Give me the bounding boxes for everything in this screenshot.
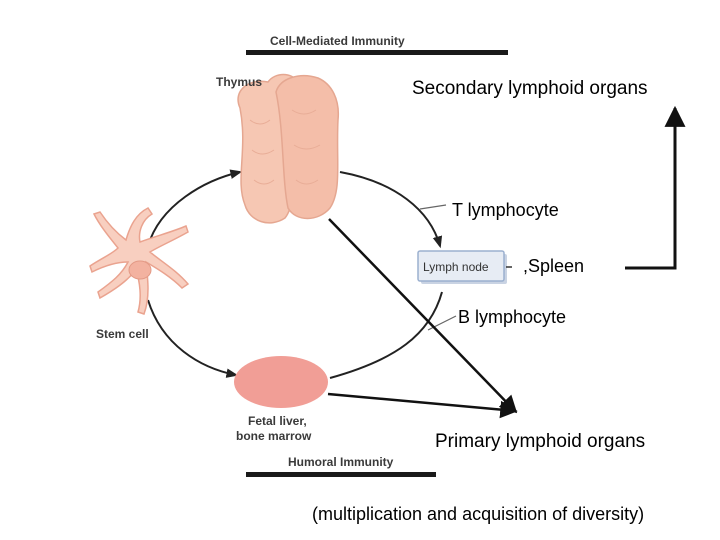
humoral-title: Humoral Immunity	[288, 455, 394, 469]
lymph-node-label: Lymph node	[423, 260, 489, 274]
top-bar	[246, 50, 508, 55]
arc-thymus-to-node	[339, 171, 443, 249]
lymph-node-box-icon	[417, 250, 507, 284]
thymus-organ-icon	[237, 73, 340, 224]
spleen-label: ,Spleen	[523, 256, 584, 276]
fetal-liver-label: Fetal liver,	[248, 414, 307, 428]
bottom-bar	[246, 472, 436, 477]
secondary-bracket-arrow	[625, 105, 686, 270]
bone-marrow-blob-icon	[234, 356, 328, 408]
t-lymphocyte-label: T lymphocyte	[452, 200, 559, 220]
b-pointer	[427, 315, 457, 331]
thymus-label: Thymus	[216, 75, 262, 89]
note-label: (multiplication and acquisition of diver…	[312, 504, 644, 524]
b-lymphocyte-label: B lymphocyte	[458, 307, 566, 327]
secondary-label: Secondary lymphoid organs	[412, 78, 648, 99]
bone-marrow-label: bone marrow	[236, 429, 312, 443]
thymus-to-primary-arrow	[328, 218, 518, 414]
t-pointer	[419, 204, 447, 210]
stem-cell-icon	[89, 207, 190, 315]
stem-cell-label: Stem cell	[96, 327, 149, 341]
marrow-to-primary-arrow	[327, 392, 518, 419]
arc-stem-to-marrow	[147, 299, 239, 378]
primary-label: Primary lymphoid organs	[435, 431, 645, 452]
arc-node-to-marrow	[329, 291, 443, 379]
cell-mediated-title: Cell-Mediated Immunity	[270, 34, 405, 48]
arc-stem-to-thymus	[147, 169, 243, 247]
